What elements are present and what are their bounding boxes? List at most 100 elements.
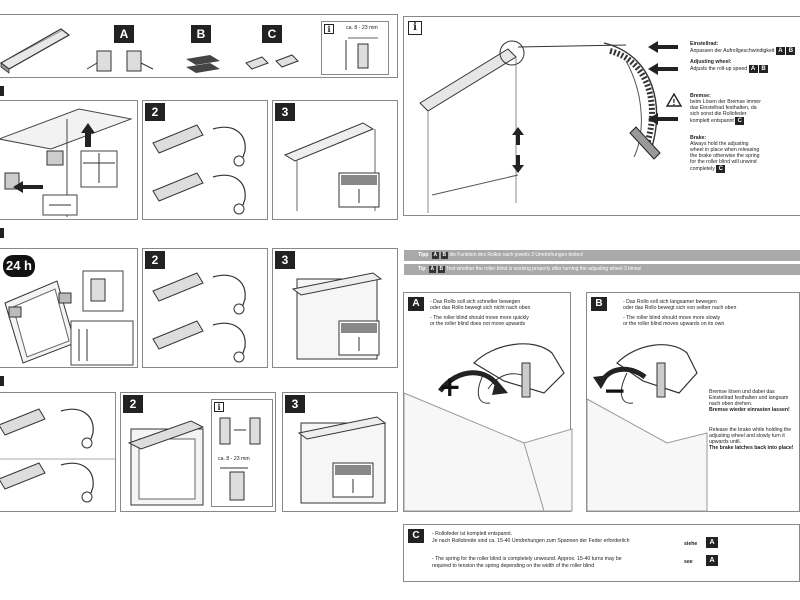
badge-a: A xyxy=(706,555,718,566)
24h-badge: 24 h xyxy=(3,255,35,277)
cassette-clip-illustration xyxy=(0,408,115,503)
brake-de-line: beim Lösen der Bremse immer xyxy=(690,99,761,105)
badge-a: A xyxy=(748,65,758,73)
panel-b-note-en-bold: The brake latches back into place! xyxy=(709,445,794,451)
measure-inset: i ca. 8 - 23 mm xyxy=(321,21,389,75)
adjust-en-text: Adjusts the roll-up speed A B xyxy=(690,65,769,73)
brake-de-line: das Einstellrad festhalten, da xyxy=(690,105,757,111)
info-icon: i xyxy=(408,21,422,35)
panel-b-note-de-line: nach oben drehen. xyxy=(709,401,753,407)
brake-en-line: Always hold the adjusting xyxy=(690,141,749,147)
info-icon: i xyxy=(324,24,334,34)
minus-sign: − xyxy=(603,374,627,407)
step-number: 3 xyxy=(285,395,305,413)
adjust-de-text: Anpassen der Aufrollgeschwindigkeit A B xyxy=(690,47,796,55)
step-number: 2 xyxy=(145,103,165,121)
step-3-2-panel: 2 i ca. 8 - 23 mm xyxy=(120,392,276,512)
brake-de-title: Bremse: xyxy=(690,93,711,99)
badge-c: C xyxy=(262,25,282,43)
plus-sign: + xyxy=(438,370,462,403)
brake-de-line: sich sonst die Rollofeder xyxy=(690,111,747,117)
ruler-bracket-icon xyxy=(345,37,378,70)
badge-a: A xyxy=(431,252,439,259)
badge-b: B xyxy=(437,266,445,273)
window-frame-mount-illustration xyxy=(127,420,205,506)
tip-label: Tipp xyxy=(418,252,429,258)
step-3-1-panel xyxy=(0,392,116,512)
method-1-marker xyxy=(0,86,4,96)
step-2-3-panel: 3 xyxy=(272,248,398,368)
panel-a-en-line: or the roller blind does not move upward… xyxy=(430,321,526,327)
panel-c-de-line: - Rollofeder ist komplett entspannt. xyxy=(432,531,513,537)
brake-en-line: wheel in place when releasing xyxy=(690,147,760,153)
panel-c-de-line: Je nach Rollobreite sind ca. 15-40 Umdre… xyxy=(432,538,630,544)
panel-b-note-en-line: upwards until. xyxy=(709,439,742,445)
hand-turning-wheel-illustration xyxy=(403,343,573,512)
panel-a: A - Das Rollo soll sich schneller bewege… xyxy=(403,292,573,512)
step-number: 3 xyxy=(275,103,295,121)
step-2-2-panel: 2 xyxy=(142,248,268,368)
panel-b-en-line: - The roller blind should move more slow… xyxy=(623,315,721,321)
arrow-icon xyxy=(648,113,678,125)
brake-de-line: komplett entspannt C xyxy=(690,117,745,125)
badge-a: A xyxy=(775,47,785,55)
siehe-label: siehe xyxy=(684,541,698,547)
step-1-1-panel xyxy=(0,100,138,220)
brake-en-title: Brake: xyxy=(690,135,707,141)
panel-b-en-line: or the roller blind moves upwards on its… xyxy=(623,321,725,327)
panel-c: C - Rollofeder ist komplett entspannt. J… xyxy=(403,524,800,582)
measure-label: ca. 8 - 23 mm xyxy=(346,25,378,31)
clip-brackets-illustration xyxy=(245,54,299,70)
method-3-marker xyxy=(0,376,4,386)
panel-b-note-en-line: adjusting wheel and slowly turn it xyxy=(709,433,785,439)
badge-a: A xyxy=(428,266,436,273)
adhesive-pads-illustration xyxy=(186,55,220,73)
badge-a: A xyxy=(114,25,134,43)
badge-c: C xyxy=(408,529,424,543)
badge-a: A xyxy=(408,297,424,311)
panel-b-note-en-line: Release the brake while holding the xyxy=(709,427,792,433)
method-2-marker xyxy=(0,228,4,238)
panel-b-note-de-line: Bremse lösen und dabei das xyxy=(709,389,775,395)
panel-a-en-line: - The roller blind should move more quic… xyxy=(430,315,529,321)
warning-triangle-icon: ! xyxy=(665,92,683,107)
panel-c-en-line: - The spring for the roller blind is com… xyxy=(432,556,622,562)
bracket-a-illustration xyxy=(86,50,154,72)
step-number: 3 xyxy=(275,251,295,269)
step-1-3-panel: 3 xyxy=(272,100,398,220)
roller-blind-cassette-illustration xyxy=(0,28,71,74)
badge-c: C xyxy=(716,165,726,173)
arrow-icon xyxy=(648,41,678,53)
panel-b: B - Das Rollo soll sich langsamer bewege… xyxy=(586,292,800,512)
badge-b: B xyxy=(191,25,211,43)
step-number: 2 xyxy=(145,251,165,269)
installed-blind-illustration xyxy=(291,272,383,360)
panel-b-de-line: - Das Rollo soll sich langsamer bewegen xyxy=(623,299,717,305)
badge-b: B xyxy=(759,65,769,73)
panel-c-en-line: required to tension the spring depending… xyxy=(432,563,595,569)
ruler-bracket-icon xyxy=(220,467,248,501)
clip-detail-icon xyxy=(219,417,261,445)
cassette-clip-illustration xyxy=(152,272,246,363)
panel-b-note-de-bold: Bremse wieder einrasten lassen! xyxy=(709,407,790,413)
adhesive-window-mount-illustration xyxy=(4,270,134,366)
panel-b-de-line: oder das Rollo bewegt sich von selber na… xyxy=(623,305,737,311)
tip-text: die Funktion des Rollos nach jeweils 3 U… xyxy=(449,252,584,258)
tip-label: Tip xyxy=(418,266,426,272)
brake-en-line: completely C xyxy=(690,165,726,173)
measure-label: ca. 8 - 23 mm xyxy=(218,456,250,462)
installed-blind-illustration xyxy=(297,416,387,504)
info-icon: i xyxy=(214,402,224,412)
panel-a-de-line: - Das Rollo soll sich schneller bewegen xyxy=(430,299,521,305)
step-1-2-panel: 2 xyxy=(142,100,268,220)
badge-c: C xyxy=(735,117,745,125)
top-parts-panel: A B C i ca. 8 - 23 mm xyxy=(0,14,398,78)
badge-b: B xyxy=(786,47,796,55)
step-3-3-panel: 3 xyxy=(282,392,398,512)
step-number: 2 xyxy=(123,395,143,413)
badge-b: B xyxy=(591,297,607,311)
brake-en-line: for the roller blind will unwind xyxy=(690,159,757,165)
adjust-de-title: Einstellrad: xyxy=(690,41,719,47)
